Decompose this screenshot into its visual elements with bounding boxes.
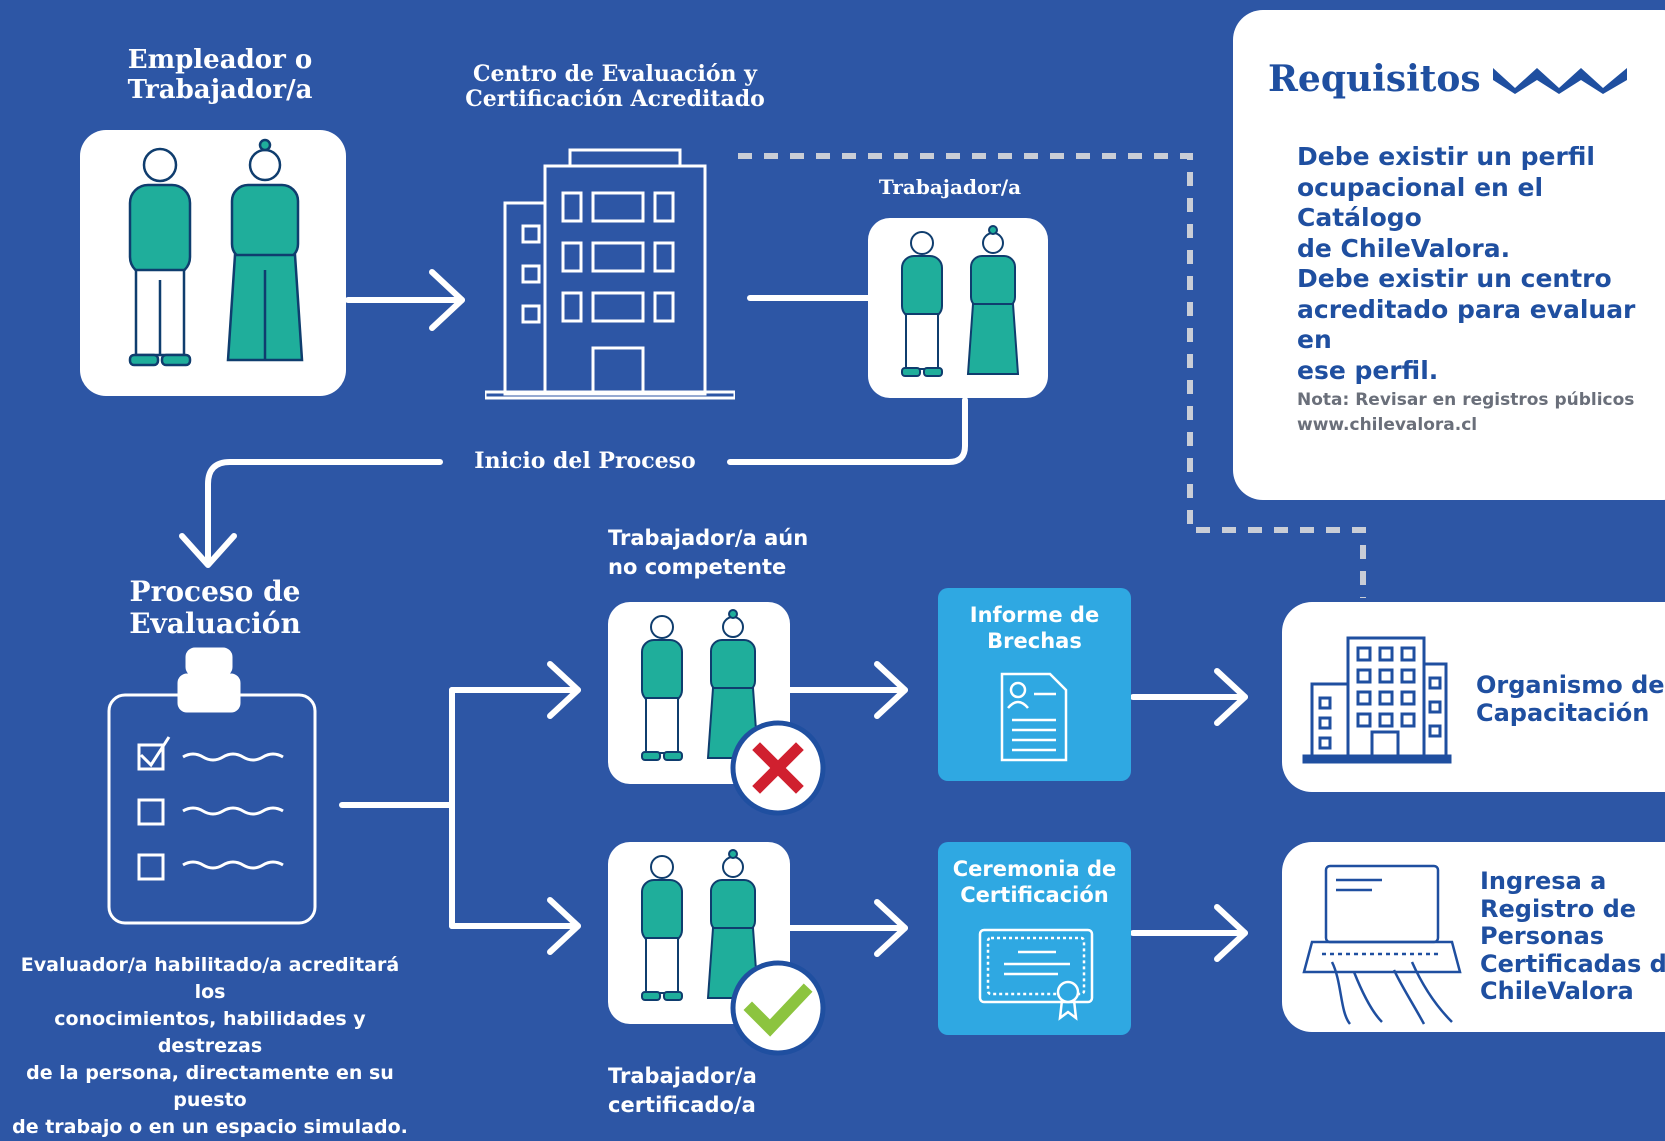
certificate-icon bbox=[978, 928, 1094, 1021]
requirement-1-line2: ocupacional en el Catálogo bbox=[1297, 172, 1544, 233]
evaluation-title-line1: Proceso de bbox=[129, 575, 301, 608]
not-competent-line2: no competente bbox=[608, 555, 787, 580]
registry-line1: Ingresa a bbox=[1480, 867, 1607, 895]
people-icon bbox=[641, 609, 760, 761]
registry-line4: Certificadas de bbox=[1480, 949, 1665, 978]
requirement-1-line3: de ChileValora. bbox=[1297, 233, 1511, 263]
line-start-to-evaluation bbox=[205, 459, 443, 563]
evaluation-title-line2: Evaluación bbox=[129, 607, 301, 641]
not-competent-label: Trabajador/a aún no competente bbox=[608, 524, 868, 583]
registry-label: Ingresa a Registro de Personas Certifica… bbox=[1480, 867, 1665, 1006]
building-icon bbox=[1302, 636, 1452, 764]
requirements-title: Requisitos bbox=[1268, 58, 1481, 100]
wave-icon bbox=[1493, 68, 1627, 94]
ceremony-line1: Ceremonia de bbox=[952, 857, 1117, 881]
ceremony-label: Ceremonia de Certificación bbox=[938, 856, 1131, 909]
description-line1: Evaluador/a habilitado/a acreditará los bbox=[20, 954, 400, 1003]
ceremony-box: Ceremonia de Certificación bbox=[938, 842, 1131, 1035]
gap-report-line2: Brechas bbox=[987, 629, 1082, 654]
requirement-1-line1: Debe existir un perfil bbox=[1297, 142, 1595, 171]
building-icon bbox=[485, 148, 735, 400]
requirement-2-line2: acreditado para evaluar en bbox=[1297, 294, 1636, 355]
evaluation-description: Evaluador/a habilitado/a acreditará los … bbox=[5, 952, 415, 1141]
worker-card bbox=[868, 218, 1048, 398]
connector-layer bbox=[179, 153, 1366, 962]
employer-title-line2: Trabajador/a bbox=[127, 74, 313, 105]
requirement-2-line1: Debe existir un centro bbox=[1297, 264, 1612, 293]
people-icon bbox=[128, 138, 304, 367]
check-mark-icon bbox=[730, 960, 826, 1056]
training-org-line1: Organismo de bbox=[1476, 671, 1665, 699]
description-line2: conocimientos, habilidades y destrezas bbox=[54, 1007, 366, 1057]
requirements-note: Nota: Revisar en registros públicos www.… bbox=[1297, 388, 1634, 437]
center-title-line2: Certificación Acreditado bbox=[465, 86, 765, 113]
people-icon bbox=[641, 849, 760, 1001]
not-competent-line1: Trabajador/a aún bbox=[608, 526, 809, 550]
gap-report-line1: Informe de bbox=[969, 603, 1100, 627]
requirement-item-1: Debe existir un perfil ocupacional en el… bbox=[1297, 142, 1657, 264]
requirements-panel: Requisitos Debe existir un perfil ocupac… bbox=[1233, 10, 1665, 500]
certified-line2: certificado/a bbox=[608, 1093, 756, 1118]
checklist-icon bbox=[107, 647, 317, 925]
employer-card bbox=[80, 130, 346, 396]
registry-line5: ChileValora bbox=[1480, 977, 1634, 1006]
certified-line1: Trabajador/a bbox=[608, 1064, 757, 1088]
note-line1: Nota: Revisar en registros públicos bbox=[1297, 390, 1635, 410]
dashed-requirements-link bbox=[738, 153, 1366, 598]
description-line3: de la persona, directamente en su puesto bbox=[26, 1061, 394, 1111]
certified-label: Trabajador/a certificado/a bbox=[608, 1062, 828, 1121]
x-mark-icon bbox=[730, 720, 826, 816]
stamp-icon bbox=[177, 647, 241, 713]
arrowhead bbox=[179, 533, 237, 568]
requirement-item-2: Debe existir un centro acreditado para e… bbox=[1297, 264, 1657, 386]
laptop-icon bbox=[1302, 864, 1462, 1025]
gap-report-box: Informe de Brechas bbox=[938, 588, 1131, 781]
requirement-2-line3: ese perfil. bbox=[1297, 355, 1439, 385]
evaluation-title: Proceso de Evaluación bbox=[95, 575, 335, 641]
start-label: Inicio del Proceso bbox=[474, 448, 696, 474]
center-title-line1: Centro de Evaluación y bbox=[473, 61, 757, 87]
gap-report-label: Informe de Brechas bbox=[938, 602, 1131, 655]
training-org-line2: Capacitación bbox=[1476, 698, 1650, 727]
registry-line3: Personas bbox=[1480, 922, 1605, 951]
worker-title: Trabajador/a bbox=[878, 175, 1022, 199]
line-worker-to-start bbox=[727, 397, 968, 465]
registry-card: Ingresa a Registro de Personas Certifica… bbox=[1282, 842, 1665, 1032]
training-org-label: Organismo de Capacitación bbox=[1476, 671, 1665, 727]
document-icon bbox=[1000, 672, 1068, 762]
center-title: Centro de Evaluación y Certificación Acr… bbox=[440, 61, 790, 113]
arrowhead bbox=[429, 269, 465, 331]
ceremony-line2: Certificación bbox=[960, 883, 1109, 908]
training-org-card: Organismo de Capacitación bbox=[1282, 602, 1665, 792]
note-website[interactable]: www.chilevalora.cl bbox=[1297, 414, 1478, 435]
employer-title-line1: Empleador o bbox=[127, 45, 313, 75]
people-icon bbox=[901, 225, 1020, 377]
registry-line2: Registro de bbox=[1480, 894, 1637, 923]
employer-title: Empleador o Trabajador/a bbox=[95, 45, 345, 106]
